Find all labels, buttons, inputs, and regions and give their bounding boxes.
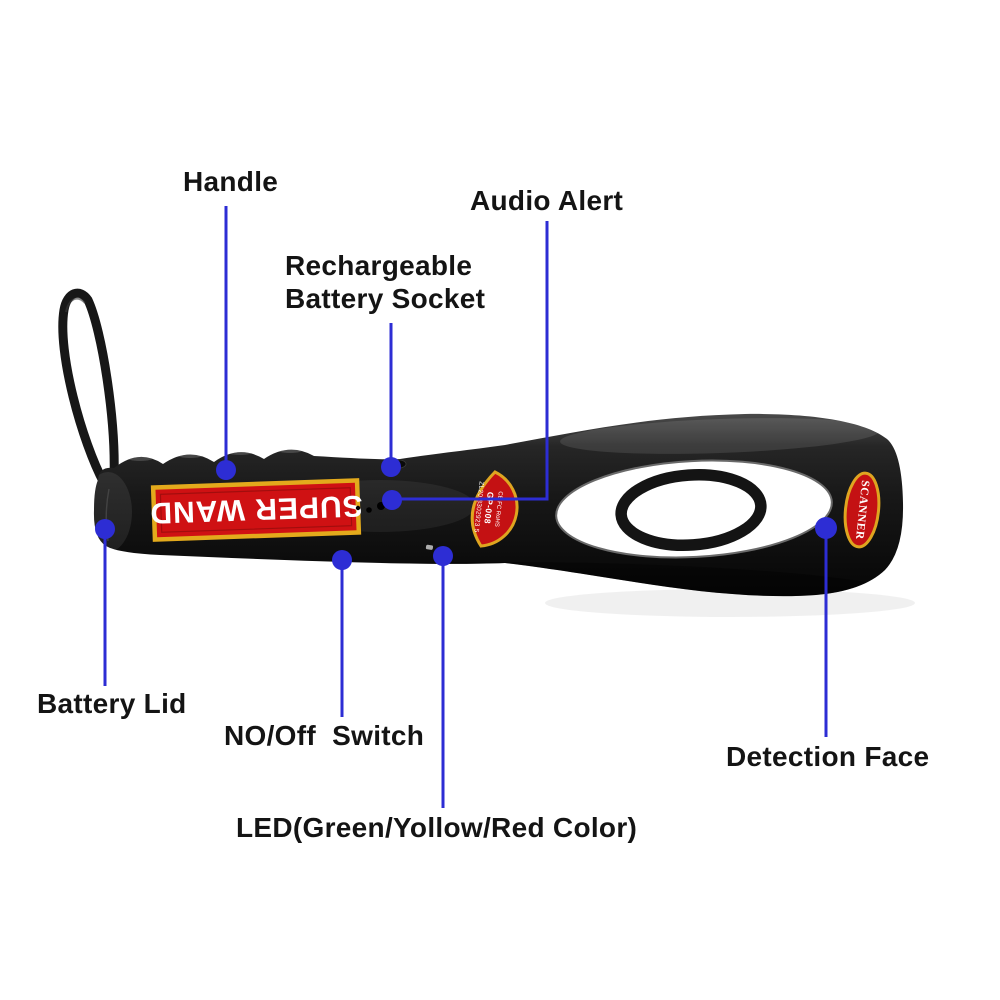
ground-shadow — [545, 589, 915, 617]
label-detection-face: Detection Face — [726, 741, 930, 772]
wrist-strap — [58, 288, 119, 488]
callout-dot-battery-lid — [95, 519, 115, 539]
coil-ring — [615, 468, 767, 552]
wrist-strap-highlight — [65, 297, 86, 313]
callout-dot-battery-socket — [381, 457, 401, 477]
spec-sticker-line3: CE FC RoHS — [493, 491, 503, 527]
label-handle: Handle — [183, 166, 279, 197]
label-no-off-switch: NO/Off Switch — [224, 720, 425, 751]
callout-lines — [103, 206, 828, 808]
brand-plate: SUPER WAND — [149, 478, 363, 542]
label-rechargeable-battery-socket-line2: Battery Socket — [285, 283, 486, 314]
label-led: LED(Green/Yollow/Red Color) — [236, 812, 638, 843]
brand-plate-text: SUPER WAND — [149, 489, 363, 529]
callout-dots — [95, 457, 837, 570]
callout-dot-detection-face — [815, 517, 837, 539]
callout-dot-handle — [216, 460, 236, 480]
label-rechargeable-battery-socket-line1: Rechargeable — [285, 250, 473, 281]
scanner-badge: SCANNER — [843, 471, 881, 549]
callout-dot-led — [433, 546, 453, 566]
callout-line-audio-alert — [392, 221, 549, 501]
callout-dot-switch — [332, 550, 352, 570]
label-audio-alert: Audio Alert — [470, 185, 624, 216]
callout-dot-audio-alert — [382, 490, 402, 510]
label-battery-lid: Battery Lid — [37, 688, 187, 719]
